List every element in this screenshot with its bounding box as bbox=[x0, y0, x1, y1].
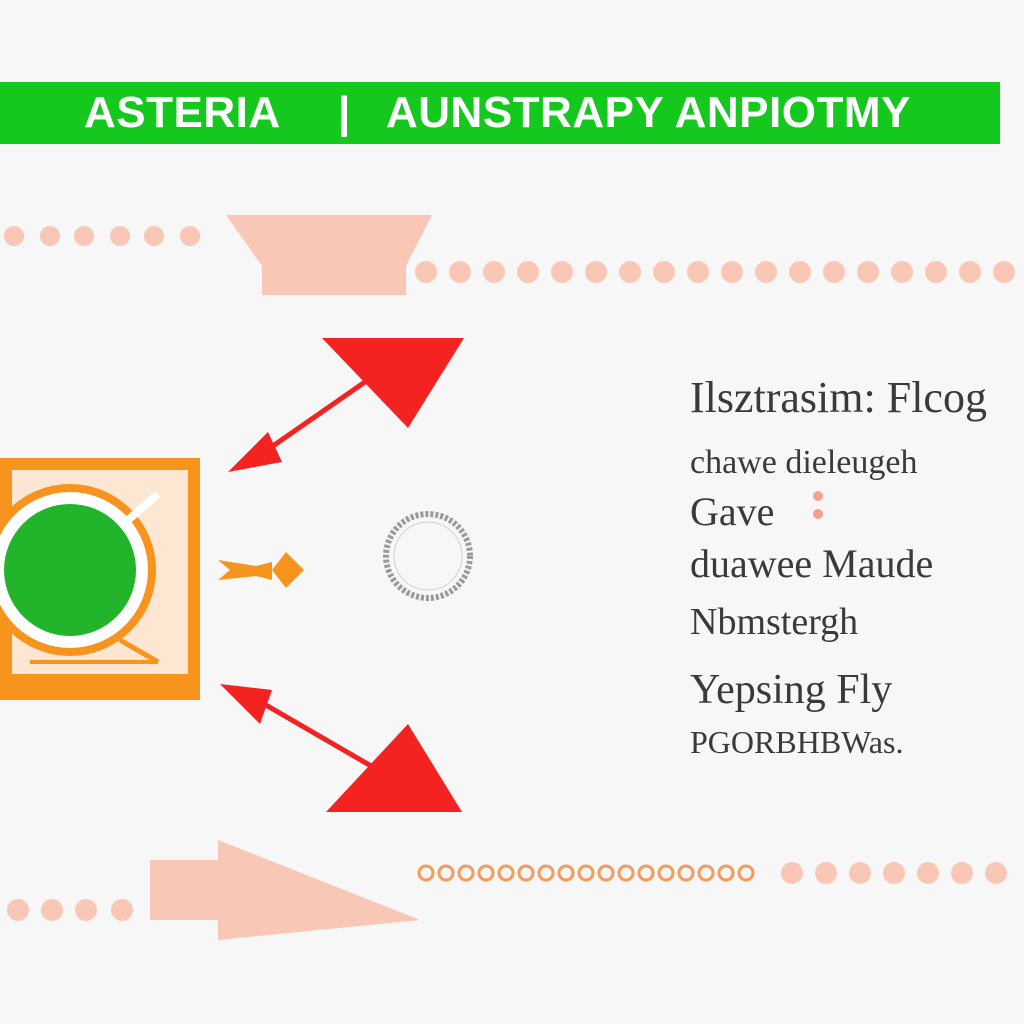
banner-separator: | bbox=[338, 88, 351, 137]
title-banner: ASTERIA | AUNSTRAPY ANPIOTMY bbox=[0, 82, 1000, 144]
small-orange-arrow-icon bbox=[218, 552, 304, 588]
spinner-icon bbox=[383, 511, 473, 601]
banner-title-left: ASTERIA bbox=[84, 88, 281, 137]
banner-title-right: AUNSTRAPY ANPIOTMY bbox=[386, 88, 911, 137]
top-right-dot-row bbox=[415, 261, 1015, 283]
text-line-6: Yepsing Fly bbox=[690, 667, 893, 713]
text-line-7: PGORBHBWas. bbox=[690, 724, 904, 760]
text-line-3: Gave bbox=[690, 489, 775, 534]
bottom-right-dot-row bbox=[781, 862, 1007, 884]
upper-red-arrow-icon bbox=[228, 338, 464, 472]
coral-bullet bbox=[813, 491, 823, 519]
top-left-dot-row bbox=[4, 226, 200, 246]
computer-monitor-icon bbox=[0, 458, 200, 700]
lower-red-arrow-icon bbox=[220, 684, 462, 812]
text-line-1: Ilsztrasim: Flcog bbox=[690, 373, 987, 422]
text-line-2: chawe dieleugeh bbox=[690, 444, 918, 481]
text-line-4: duawee Maude bbox=[690, 541, 934, 586]
globe-icon bbox=[4, 504, 136, 636]
left-arrow-icon bbox=[150, 840, 420, 940]
funnel-icon bbox=[226, 215, 432, 295]
text-line-5: Nbmstergh bbox=[690, 601, 859, 643]
bottom-orange-dot-row bbox=[417, 864, 755, 882]
bottom-left-dot-row bbox=[7, 899, 133, 921]
